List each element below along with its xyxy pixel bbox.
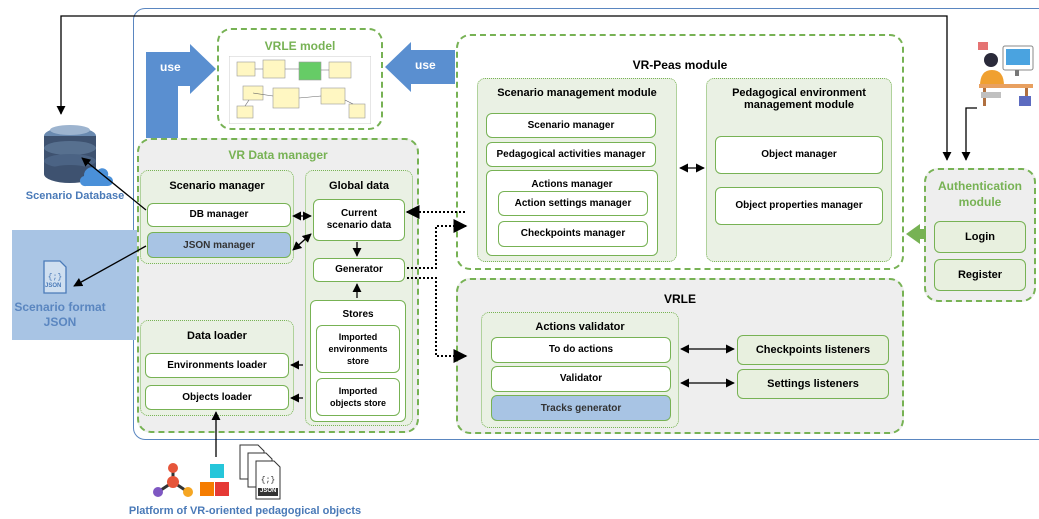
vrle-model-title: VRLE model: [264, 39, 336, 53]
db-manager-box: DB manager: [147, 203, 291, 227]
actions-validator-title: Actions validator: [535, 321, 625, 333]
checkpoints-listeners-box: Checkpoints listeners: [737, 335, 889, 365]
objects-loader-box: Objects loader: [145, 385, 289, 410]
scenario-manager-group-title: Scenario manager: [169, 180, 265, 192]
use-arrow-left-shape: [146, 44, 216, 94]
register-box: Register: [934, 259, 1026, 291]
environments-store-box: Imported environments store: [316, 325, 400, 373]
molecule-shape: [153, 463, 193, 497]
platform-label: Platform of VR-oriented pedagogical obje…: [128, 505, 362, 517]
settings-listeners-box: Settings listeners: [737, 369, 889, 399]
cubes-shape: [200, 464, 229, 496]
json-file-shape: {;}: [43, 260, 67, 294]
checkpoints-manager-box: Checkpoints manager: [498, 221, 648, 247]
use-arrow-left: use: [146, 44, 218, 94]
json-files-icon: {;} JSON: [238, 444, 286, 502]
svg-text:{;}: {;}: [48, 273, 62, 282]
validator-box: Validator: [491, 366, 671, 392]
scenario-management-title: Scenario management module: [497, 87, 657, 99]
generator-box: Generator: [313, 258, 405, 282]
action-settings-box: Action settings manager: [498, 191, 648, 216]
svg-text:{;}: {;}: [261, 476, 275, 485]
global-data-title: Global data: [329, 180, 389, 192]
use-arrow-right-shape: [385, 42, 455, 92]
object-properties-box: Object properties manager: [715, 187, 883, 225]
json-file-icon: {;} JSON: [42, 260, 68, 294]
scenario-database-label: Scenario Database: [25, 190, 125, 202]
data-loader-title: Data loader: [187, 330, 247, 342]
todo-actions-box: To do actions: [491, 337, 671, 363]
environments-loader-box: Environments loader: [145, 353, 289, 378]
user-desk-icon: [975, 40, 1037, 112]
system-boundary: [133, 8, 1039, 440]
stores-title: Stores: [342, 309, 374, 320]
tracks-generator-box: Tracks generator: [491, 395, 671, 421]
vrle-title: VRLE: [663, 292, 696, 306]
cubes-icon: [198, 462, 232, 500]
login-box: Login: [934, 221, 1026, 253]
use-right-label: use: [415, 58, 436, 72]
current-scenario-box: Current scenario data: [313, 199, 405, 241]
scenario-format-label: Scenario format JSON: [14, 300, 106, 329]
json-files-icon-label: JSON: [260, 488, 277, 494]
use-left-label: use: [160, 60, 181, 74]
objects-store-box: Imported objects store: [316, 378, 400, 416]
molecule-icon: [152, 462, 194, 500]
vr-peas-title: VR-Peas module: [632, 58, 728, 72]
user-desk-shape: [978, 42, 1034, 106]
use-arrow-right: use: [385, 42, 455, 92]
actions-manager-title: Actions manager: [531, 179, 613, 190]
json-manager-box: JSON manager: [147, 232, 291, 258]
json-file-icon-label: JSON: [45, 283, 62, 289]
json-files-shape: {;}: [239, 444, 281, 500]
authentication-title: Authentication module: [938, 179, 1022, 209]
